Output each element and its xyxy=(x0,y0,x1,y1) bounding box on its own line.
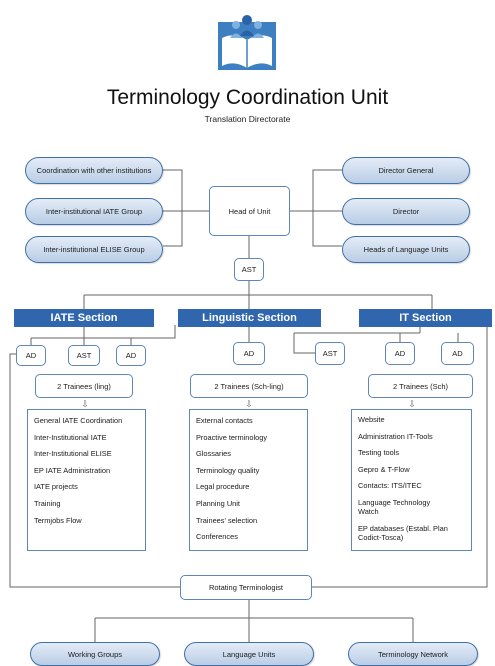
pill-director-general: Director General xyxy=(342,157,470,184)
iate-task-list: General IATE Coordination Inter-Institut… xyxy=(27,409,146,551)
list-item: Inter-Institutional IATE xyxy=(34,432,107,442)
pill-coordination-other-institutions: Coordination with other institutions xyxy=(25,157,163,184)
list-item: Termjobs Flow xyxy=(34,515,82,525)
head-of-unit-box: Head of Unit xyxy=(209,186,290,236)
list-item: IATE projects xyxy=(34,482,78,492)
pill-heads-of-language-units: Heads of Language Units xyxy=(342,236,470,263)
iate-ad-right-box: AD xyxy=(116,345,146,366)
it-ad-right-box: AD xyxy=(441,342,474,365)
page-subtitle: Translation Directorate xyxy=(204,114,291,124)
list-item: Proactive terminology xyxy=(196,432,268,442)
rotating-terminologist-box: Rotating Terminologist xyxy=(180,575,312,600)
arrow-down-icon: ⇩ xyxy=(81,399,89,409)
ast-box-head: AST xyxy=(234,258,264,281)
list-item: General IATE Coordination xyxy=(34,416,123,425)
pill-terminology-network: Terminology Network xyxy=(348,642,478,666)
linguistic-ast-box: AST xyxy=(315,342,345,365)
it-task-list: Website Administration IT-Tools Testing … xyxy=(351,409,472,551)
pill-interinstitutional-iate-group: Inter-institutional IATE Group xyxy=(25,198,163,225)
organization-logo xyxy=(214,8,280,74)
iate-section-header: IATE Section xyxy=(14,309,154,327)
list-item: Glossaries xyxy=(196,449,231,459)
linguistic-ad-box: AD xyxy=(233,342,265,365)
pill-language-units: Language Units xyxy=(184,642,314,666)
pill-interinstitutional-elise-group: Inter-institutional ELISE Group xyxy=(25,236,163,263)
list-item: Conferences xyxy=(196,532,238,542)
pill-director: Director xyxy=(342,198,470,225)
it-section-header: IT Section xyxy=(359,309,492,327)
list-item: Website xyxy=(358,415,385,424)
linguistic-task-list: External contacts Proactive terminology … xyxy=(189,409,308,551)
pill-working-groups: Working Groups xyxy=(30,642,160,666)
page-title: Terminology Coordination Unit xyxy=(106,86,389,109)
list-item: Contacts: ITS/ITEC xyxy=(358,481,422,491)
list-item: Gepro & T-Flow xyxy=(358,464,410,474)
linguistic-section-header: Linguistic Section xyxy=(178,309,321,327)
iate-ad-left-box: AD xyxy=(16,345,46,366)
list-item: Testing tools xyxy=(358,448,400,458)
list-item: Administration IT-Tools xyxy=(358,431,433,441)
linguistic-trainees-box: 2 Trainees (Sch-ling) xyxy=(190,374,308,398)
list-item: Planning Unit xyxy=(196,498,240,508)
list-item: Language Technology Watch xyxy=(358,497,431,516)
list-item: Trainees' selection xyxy=(196,515,258,525)
list-item: EP databases (Establ. Plan Codict-Tosca) xyxy=(358,523,448,542)
list-item: EP IATE Administration xyxy=(34,465,111,475)
it-ad-left-box: AD xyxy=(385,342,415,365)
arrow-down-icon: ⇩ xyxy=(245,399,253,409)
list-item: Legal procedure xyxy=(196,482,250,492)
iate-trainees-box: 2 Trainees (ling) xyxy=(35,374,133,398)
list-item: External contacts xyxy=(196,416,253,425)
list-item: Inter-Institutional ELISE xyxy=(34,449,112,459)
iate-ast-box: AST xyxy=(68,345,100,366)
list-item: Training xyxy=(34,498,61,508)
list-item: Terminology quality xyxy=(196,465,260,475)
arrow-down-icon: ⇩ xyxy=(408,399,416,409)
it-trainees-box: 2 Trainees (Sch) xyxy=(368,374,473,398)
